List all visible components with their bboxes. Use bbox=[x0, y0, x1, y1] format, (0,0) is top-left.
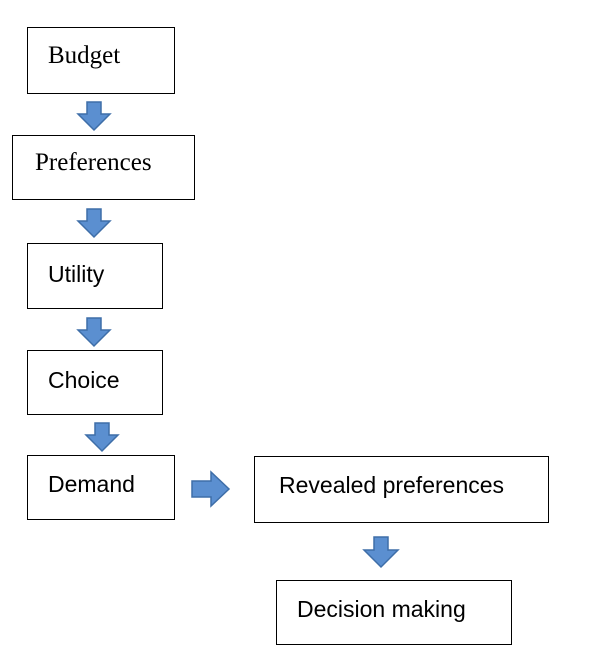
node-preferences-label: Preferences bbox=[35, 149, 152, 176]
node-decision-making-label: Decision making bbox=[297, 596, 466, 622]
arrow-demand-to-revealed-icon bbox=[191, 470, 231, 508]
node-choice-label: Choice bbox=[48, 367, 120, 393]
arrow-preferences-to-utility-icon bbox=[76, 208, 112, 239]
arrow-choice-to-demand-icon bbox=[84, 422, 120, 453]
node-utility: Utility bbox=[27, 243, 163, 309]
node-demand: Demand bbox=[27, 455, 175, 520]
node-revealed-preferences: Revealed preferences bbox=[254, 456, 549, 523]
node-revealed-preferences-label: Revealed preferences bbox=[279, 472, 505, 498]
node-decision-making: Decision making bbox=[276, 580, 512, 645]
node-budget-label: Budget bbox=[48, 42, 121, 69]
arrow-utility-to-choice-icon bbox=[76, 317, 112, 348]
arrow-revealed-to-decision-icon bbox=[362, 536, 400, 569]
node-choice: Choice bbox=[27, 350, 163, 415]
node-demand-label: Demand bbox=[48, 471, 135, 497]
arrow-budget-to-preferences-icon bbox=[76, 101, 112, 132]
node-preferences: Preferences bbox=[12, 135, 195, 200]
node-budget: Budget bbox=[27, 27, 175, 94]
node-utility-label: Utility bbox=[48, 261, 105, 287]
